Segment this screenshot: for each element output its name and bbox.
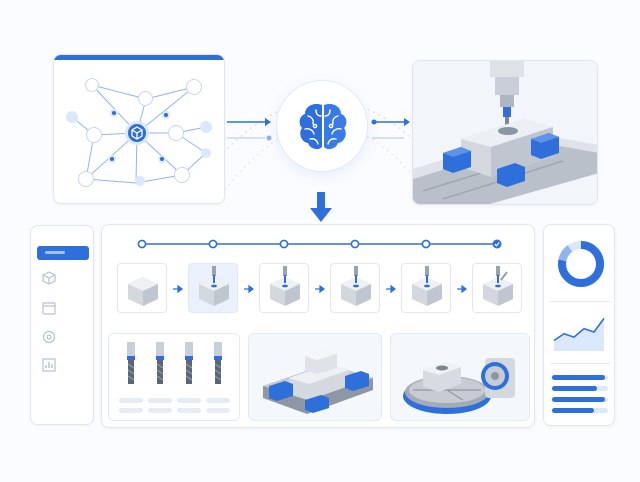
workpiece-icon <box>199 266 229 306</box>
donut-chart <box>558 241 604 287</box>
tool-label-line <box>119 408 143 413</box>
progress-bar-track <box>552 408 608 413</box>
workpiece-icon <box>483 266 513 306</box>
tool-label-line <box>206 398 230 403</box>
process-step-milling[interactable] <box>330 263 380 313</box>
bar-chart-icon[interactable] <box>41 357 57 373</box>
down-arrow-icon <box>310 192 332 222</box>
tool-library-card[interactable] <box>108 333 240 421</box>
process-step-raw-block[interactable] <box>117 263 167 313</box>
progress-bar-track <box>552 397 608 402</box>
progress-bar-track <box>552 386 608 391</box>
network-panel <box>53 54 225 204</box>
trend-line <box>553 317 605 342</box>
process-step-drilling[interactable] <box>188 263 238 313</box>
stats-panel <box>543 224 615 426</box>
menu-bar-icon <box>45 251 65 254</box>
central-cube-node[interactable] <box>125 121 149 145</box>
output-arrows <box>371 118 410 139</box>
divider <box>550 301 610 302</box>
donut-segment <box>558 241 604 287</box>
cube-icon <box>131 126 143 140</box>
vise-fixture-card[interactable] <box>248 333 382 421</box>
workpiece-icon <box>128 277 158 306</box>
box-icon[interactable] <box>168 125 184 141</box>
ai-core[interactable] <box>276 80 368 172</box>
cnc-machine-illustration <box>413 61 597 204</box>
timeline-node[interactable] <box>492 239 502 249</box>
progress-bar-fill <box>552 386 597 391</box>
step-arrow-icon <box>173 284 183 294</box>
workpiece-icon <box>412 266 442 306</box>
panel-header-bar <box>54 55 224 60</box>
tool-label-line <box>148 398 172 403</box>
chip-icon[interactable] <box>86 127 102 143</box>
cube-icon[interactable] <box>85 78 99 92</box>
sidebar-item-active[interactable] <box>37 246 89 260</box>
progress-bar-track <box>552 375 608 380</box>
progress-bars <box>552 375 608 419</box>
progress-bar-fill <box>552 375 606 380</box>
timeline-node[interactable] <box>279 239 289 249</box>
tool-label-line <box>177 408 201 413</box>
process-step-inspection[interactable] <box>472 263 522 313</box>
rotary-table-illustration <box>403 358 515 414</box>
tool-label-line <box>119 398 143 403</box>
folder-icon[interactable] <box>41 300 57 316</box>
workpiece-icon <box>341 266 371 306</box>
process-timeline <box>137 239 502 249</box>
settings-icon[interactable] <box>41 329 57 345</box>
cube-icon[interactable] <box>41 270 57 286</box>
timeline-node[interactable] <box>137 239 147 249</box>
trend-chart <box>553 317 605 351</box>
rotary-table-card[interactable] <box>390 333 530 421</box>
progress-bar-fill <box>552 408 594 413</box>
input-arrows <box>227 118 272 141</box>
sidebar <box>30 225 94 425</box>
machine-view-panel[interactable] <box>412 60 598 205</box>
timeline-node[interactable] <box>421 239 431 249</box>
robot-arm-icon[interactable] <box>138 91 153 106</box>
tool-label-line <box>148 408 172 413</box>
process-step-boring[interactable] <box>259 263 309 313</box>
process-step-finishing[interactable] <box>401 263 451 313</box>
divider <box>550 363 610 364</box>
step-arrow-icon <box>457 284 467 294</box>
end-mill-icon <box>127 342 135 384</box>
end-mill-icon <box>214 342 222 384</box>
flow-icon[interactable] <box>186 79 202 95</box>
end-mill-icon <box>185 342 193 384</box>
step-arrow-icon <box>315 284 325 294</box>
settings-icon[interactable] <box>174 167 190 183</box>
step-arrow-icon <box>244 284 254 294</box>
process-steps <box>102 263 536 323</box>
progress-bar-fill <box>552 397 606 402</box>
vise-fixture-illustration <box>263 350 373 414</box>
gear-icon[interactable] <box>78 171 94 187</box>
tool-label-line <box>177 398 201 403</box>
step-arrow-icon <box>386 284 396 294</box>
timeline-node[interactable] <box>350 239 360 249</box>
end-mill-icon <box>156 342 164 384</box>
trend-area <box>554 318 604 351</box>
process-panel <box>101 224 535 428</box>
timeline-node[interactable] <box>208 239 218 249</box>
tool-label-line <box>206 408 230 413</box>
workpiece-icon <box>270 266 300 306</box>
brain-icon <box>299 104 347 150</box>
